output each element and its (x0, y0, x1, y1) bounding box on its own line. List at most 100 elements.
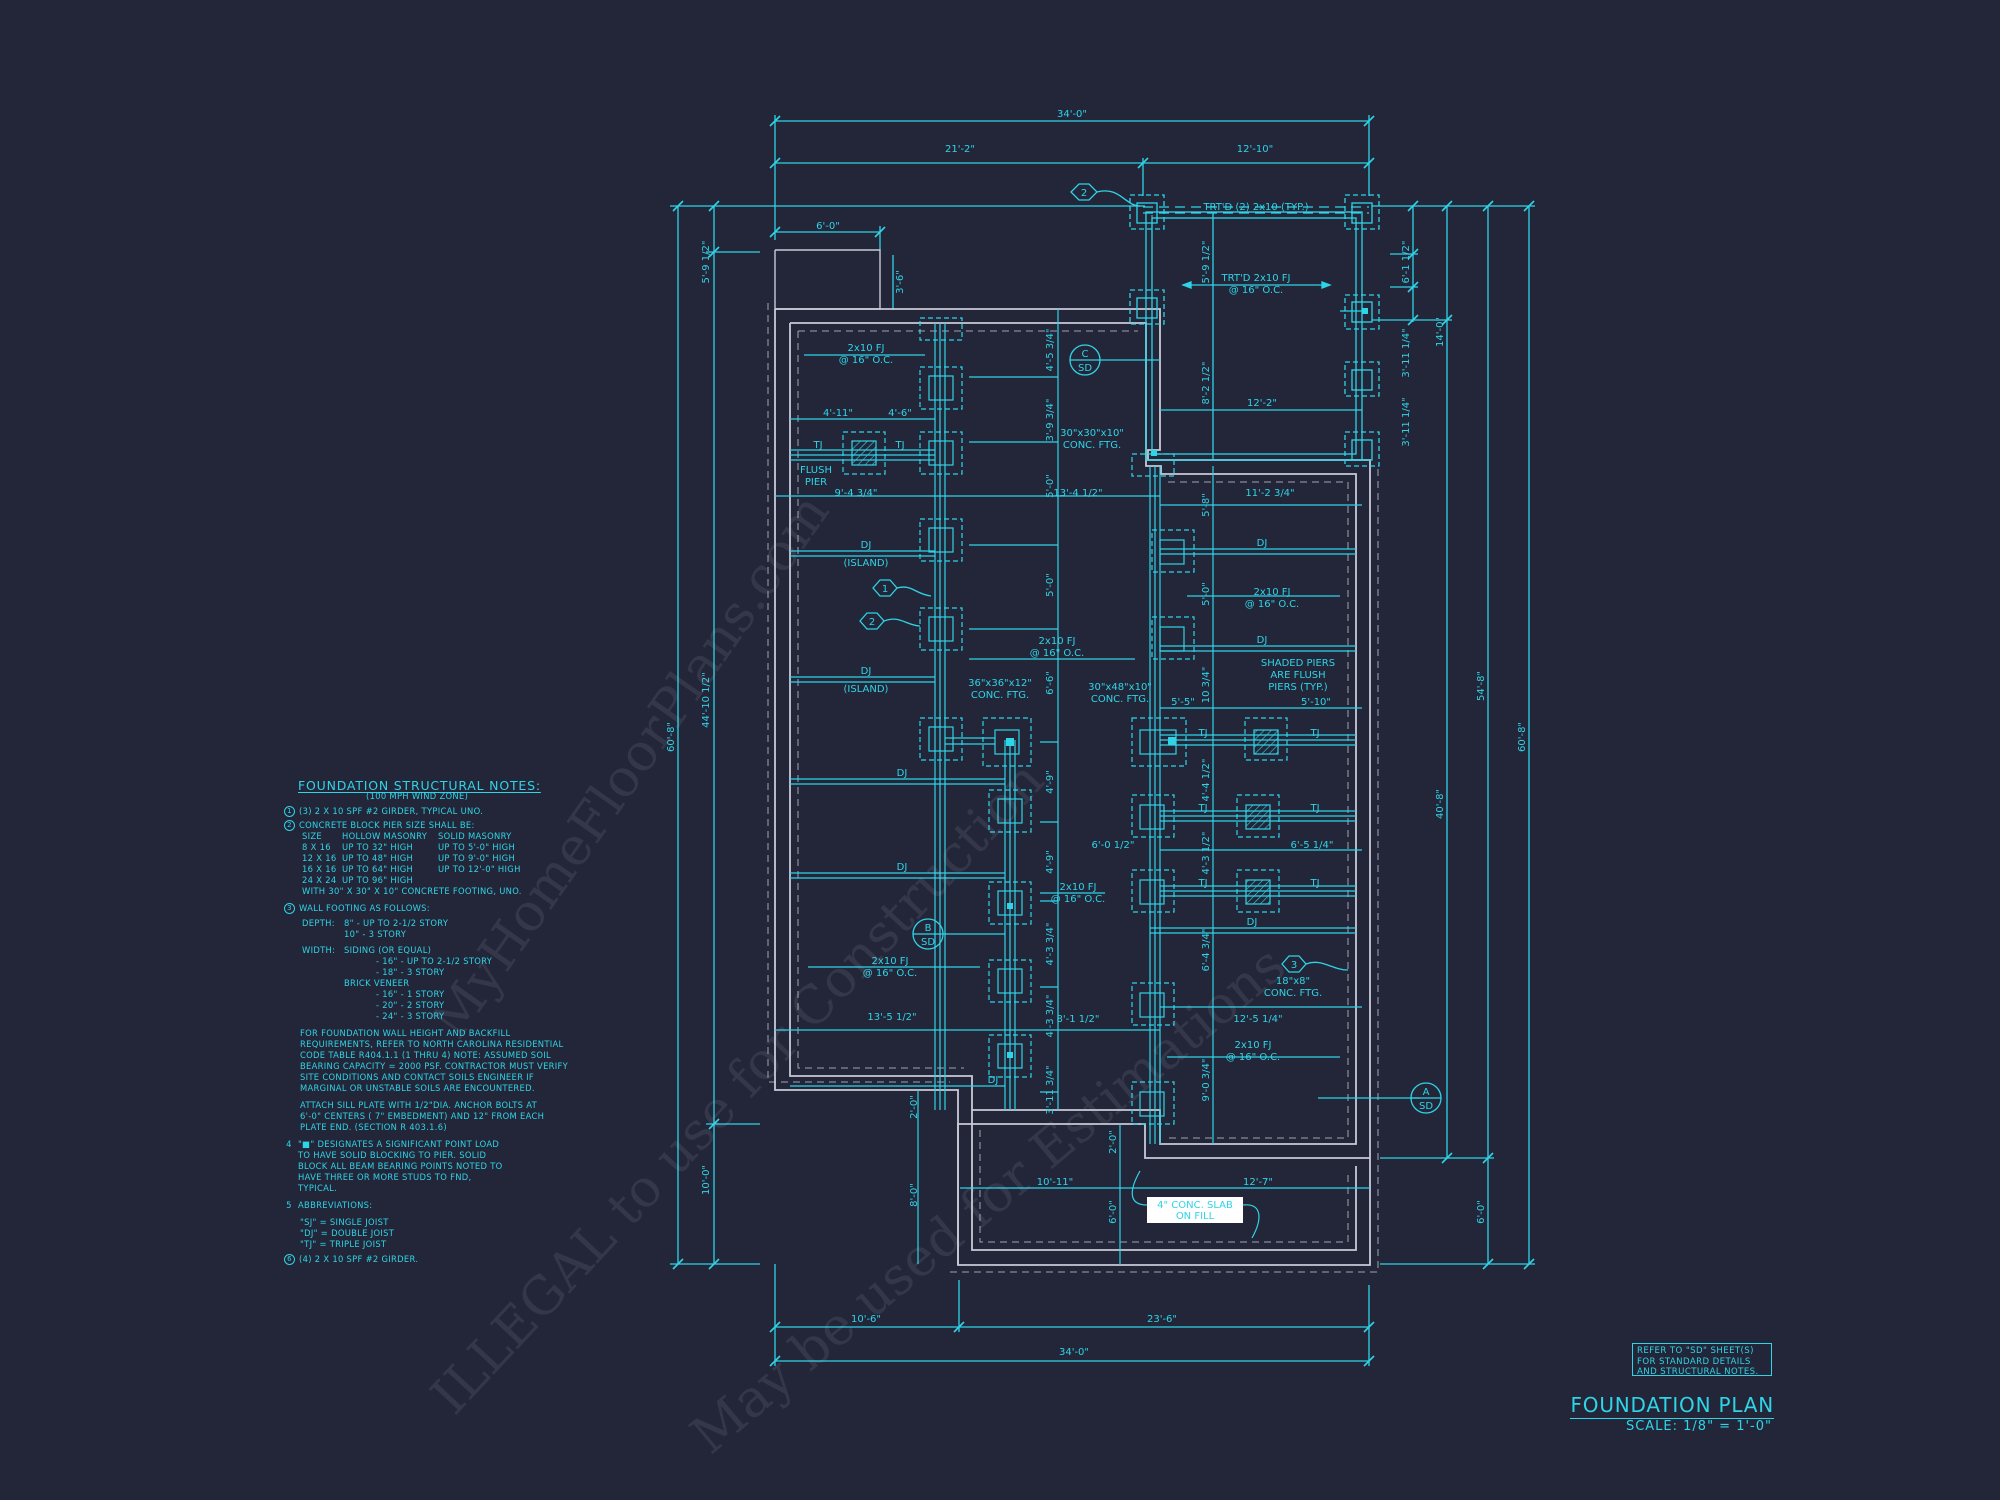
svg-text:8'-2 1/2": 8'-2 1/2" (1201, 362, 1212, 405)
svg-text:5'-0": 5'-0" (1045, 474, 1056, 498)
svg-text:4'-9": 4'-9" (1045, 850, 1056, 874)
svg-text:CONC. FTG.: CONC. FTG. (1264, 988, 1322, 999)
svg-text:SD: SD (1078, 363, 1092, 374)
svg-text:2'-0": 2'-0" (1108, 1130, 1119, 1154)
svg-text:5'-0": 5'-0" (1201, 582, 1212, 606)
svg-text:6'-6": 6'-6" (1045, 671, 1056, 695)
svg-text:44'-10 1/2": 44'-10 1/2" (701, 672, 712, 728)
svg-text:DJ: DJ (861, 540, 872, 551)
svg-text:4'-3 1/2": 4'-3 1/2" (1201, 832, 1212, 875)
svg-text:B: B (925, 923, 932, 934)
svg-text:12'-2": 12'-2" (1247, 398, 1277, 409)
svg-text:@ 16" O.C.: @ 16" O.C. (839, 355, 894, 366)
svg-text:TJ: TJ (812, 440, 822, 451)
svg-text:DJ: DJ (861, 666, 872, 677)
svg-text:23'-6": 23'-6" (1147, 1314, 1177, 1325)
svg-text:TJ: TJ (1309, 878, 1319, 889)
note-4: 4"■" DESIGNATES A SIGNIFICANT POINT LOAD… (286, 1139, 503, 1193)
plan-title: FOUNDATION PLAN (1570, 1393, 1774, 1419)
svg-text:10'-0": 10'-0" (701, 1165, 712, 1195)
svg-text:10'-6": 10'-6" (851, 1314, 881, 1325)
svg-text:FLUSH: FLUSH (800, 465, 832, 476)
svg-text:4'-4 1/2": 4'-4 1/2" (1201, 759, 1212, 802)
svg-text:4'-5 3/4": 4'-5 3/4" (1045, 329, 1056, 372)
svg-text:PIERS (TYP.): PIERS (TYP.) (1268, 682, 1328, 693)
svg-text:6'-4 3/4": 6'-4 3/4" (1201, 929, 1212, 972)
svg-text:SD: SD (921, 937, 935, 948)
svg-text:4'-9": 4'-9" (1045, 770, 1056, 794)
svg-text:DJ: DJ (1257, 635, 1268, 646)
svg-text:5'-9 1/2": 5'-9 1/2" (701, 241, 712, 284)
svg-text:(ISLAND): (ISLAND) (844, 558, 889, 569)
svg-text:3: 3 (1291, 960, 1297, 971)
notes-subtitle: (100 MPH WIND ZONE) (366, 791, 469, 801)
svg-text:11'-2 3/4": 11'-2 3/4" (1245, 488, 1294, 499)
svg-text:36"x36"x12": 36"x36"x12" (968, 678, 1032, 689)
svg-text:TJ: TJ (1309, 728, 1319, 739)
svg-text:5'-0": 5'-0" (1045, 573, 1056, 597)
svg-text:DJ: DJ (897, 768, 908, 779)
svg-text:4'-6": 4'-6" (888, 408, 912, 419)
svg-text:54'-8": 54'-8" (1476, 671, 1487, 701)
svg-text:12'-10": 12'-10" (1237, 144, 1273, 155)
svg-text:ON FILL: ON FILL (1176, 1211, 1215, 1222)
svg-text:5'-8": 5'-8" (1201, 493, 1212, 517)
svg-text:DJ: DJ (897, 862, 908, 873)
svg-text:5'-5": 5'-5" (1171, 697, 1195, 708)
svg-text:6'-0 1/2": 6'-0 1/2" (1092, 840, 1135, 851)
svg-text:DJ: DJ (1247, 917, 1258, 928)
svg-text:9'-0 3/4": 9'-0 3/4" (1201, 1059, 1212, 1102)
svg-text:60'-8": 60'-8" (666, 722, 677, 752)
svg-text:5'-9 1/2": 5'-9 1/2" (1201, 241, 1212, 284)
svg-text:TJ: TJ (894, 440, 904, 451)
svg-text:18"x8": 18"x8" (1276, 976, 1310, 987)
svg-text:PIER: PIER (805, 477, 827, 488)
svg-text:TRT'D 2x10 FJ: TRT'D 2x10 FJ (1221, 273, 1291, 284)
foundation-structural-notes: FOUNDATION STRUCTURAL NOTES: (100 MPH WI… (284, 779, 584, 1265)
svg-text:30"x30"x10": 30"x30"x10" (1060, 428, 1124, 439)
svg-text:13'-5 1/2": 13'-5 1/2" (867, 1012, 916, 1023)
svg-text:2'-0": 2'-0" (909, 1095, 920, 1119)
svg-text:2x10 FJ: 2x10 FJ (872, 956, 909, 967)
note-anchor-bolts: ATTACH SILL PLATE WITH 1/2"dia. ANCHOR B… (300, 1100, 545, 1132)
svg-text:CONC. FTG.: CONC. FTG. (1091, 694, 1149, 705)
svg-text:C: C (1082, 349, 1089, 360)
svg-text:6'-5 1/4": 6'-5 1/4" (1291, 840, 1334, 851)
svg-text:(ISLAND): (ISLAND) (844, 684, 889, 695)
svg-text:6'-1 1/2": 6'-1 1/2" (1401, 241, 1412, 284)
svg-text:CONC. FTG.: CONC. FTG. (971, 690, 1029, 701)
plan-scale: SCALE: 1/8" = 1'-0" (1625, 1419, 1772, 1434)
svg-text:6'-0": 6'-0" (1108, 1200, 1119, 1224)
reference-note-box: REFER TO "SD" SHEET(S) FOR STANDARD DETA… (1632, 1343, 1772, 1377)
svg-text:@ 16" O.C.: @ 16" O.C. (1226, 1052, 1281, 1063)
svg-text:6'-0": 6'-0" (1476, 1200, 1487, 1224)
svg-text:TRT'D (2) 2x10 (TYP.): TRT'D (2) 2x10 (TYP.) (1202, 202, 1308, 213)
svg-text:9'-4 3/4": 9'-4 3/4" (835, 488, 878, 499)
svg-text:3'-11 1/4": 3'-11 1/4" (1401, 328, 1412, 377)
svg-text:12'-5 1/4": 12'-5 1/4" (1233, 1014, 1282, 1025)
svg-text:2x10 FJ: 2x10 FJ (1060, 882, 1097, 893)
svg-text:4'-11": 4'-11" (823, 408, 853, 419)
svg-text:TJ: TJ (1197, 803, 1207, 814)
svg-text:2x10 FJ: 2x10 FJ (1254, 587, 1291, 598)
svg-text:@ 16" O.C.: @ 16" O.C. (1051, 894, 1106, 905)
svg-text:@ 16" O.C.: @ 16" O.C. (1030, 648, 1085, 659)
svg-text:4'-3 3/4": 4'-3 3/4" (1045, 995, 1056, 1038)
svg-text:21'-2": 21'-2" (945, 144, 975, 155)
svg-text:SHADED PIERS: SHADED PIERS (1261, 658, 1335, 669)
svg-text:34'-0": 34'-0" (1059, 1347, 1089, 1358)
svg-text:30"x48"x10": 30"x48"x10" (1088, 682, 1152, 693)
note-1: 1(3) 2 x 10 SPF #2 GIRDER, TYPICAL UNO. (284, 806, 584, 817)
svg-text:2: 2 (869, 617, 875, 628)
note-backfill: FOR FOUNDATION WALL HEIGHT AND BACKFILL … (300, 1028, 569, 1093)
svg-text:CONC. FTG.: CONC. FTG. (1063, 440, 1121, 451)
svg-text:6'-0": 6'-0" (816, 221, 840, 232)
svg-text:1: 1 (882, 584, 888, 595)
svg-text:2x10 FJ: 2x10 FJ (1235, 1040, 1272, 1051)
svg-text:2x10 FJ: 2x10 FJ (848, 343, 885, 354)
